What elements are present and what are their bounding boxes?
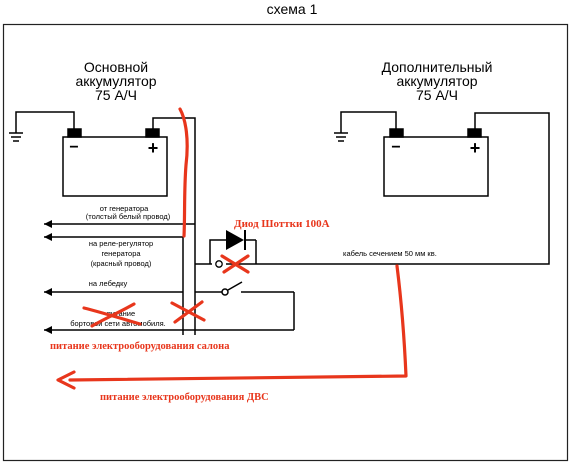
cabin-power-annotation: питание электрооборудования салона	[50, 341, 230, 352]
main-battery	[62, 128, 168, 197]
aux-cable	[256, 112, 550, 265]
diode-branch	[195, 239, 257, 265]
main-battery-minus: −	[69, 139, 78, 156]
cable-label: кабель сечением 50 мм кв.	[343, 249, 437, 258]
bus-arrows	[44, 220, 52, 334]
aux-battery-minus: −	[391, 139, 400, 156]
relay-contact	[215, 260, 223, 268]
aux-battery-plus: +	[470, 138, 481, 158]
label-to-regulator-3: (красный провод)	[91, 259, 152, 268]
label-to-regulator-1: на реле-регулятор	[89, 239, 153, 248]
red-markup	[56, 107, 408, 390]
label-to-regulator-2: генератора	[101, 249, 141, 258]
diagram-title: схема 1	[267, 1, 318, 17]
schottky-diode-annotation: Диод Шоттки 100А	[234, 218, 330, 230]
main-positive-wire	[152, 117, 196, 335]
schottky-diode-icon	[226, 230, 246, 250]
switch-icon	[221, 281, 243, 296]
label-onboard-1: питание	[107, 309, 135, 318]
main-battery-label-1: Основной	[84, 59, 148, 75]
label-onboard-2: бортовой сети автомобиля.	[70, 319, 166, 328]
main-battery-plus: +	[148, 138, 159, 158]
label-to-winch: на лебедку	[89, 279, 128, 288]
bus-wires	[44, 223, 295, 335]
main-battery-label-3: 75 А/Ч	[95, 87, 137, 103]
aux-battery	[383, 128, 489, 197]
aux-battery-label-1: Дополнительный	[382, 59, 493, 75]
main-ground-icon	[9, 111, 75, 142]
main-battery-label-2: аккумулятор	[75, 73, 156, 89]
diagram-frame	[2, 23, 569, 462]
engine-power-annotation: питание электрооборудования ДВС	[100, 392, 269, 403]
aux-ground-icon	[334, 111, 397, 142]
aux-battery-label-3: 75 А/Ч	[416, 87, 458, 103]
label-from-generator-2: (толстый белый провод)	[86, 212, 171, 221]
aux-battery-label-2: аккумулятор	[396, 73, 477, 89]
label-from-generator-1: от генератора	[100, 204, 149, 213]
